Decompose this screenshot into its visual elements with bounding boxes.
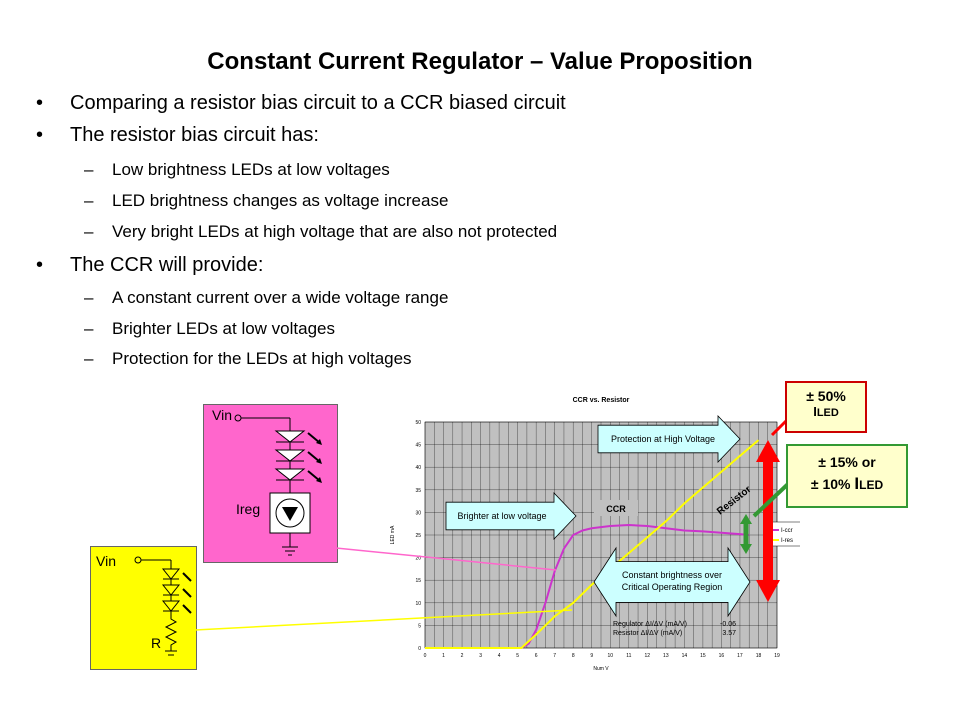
callout-line1: ± 50%: [806, 388, 846, 404]
bullet-marker: •: [36, 124, 44, 146]
x-tick-label: 11: [626, 653, 631, 659]
constant-arrow: [593, 546, 751, 618]
bullet-text: The CCR will provide:: [70, 254, 264, 276]
dash-marker: –: [84, 319, 94, 338]
ccr-label: CCR: [606, 504, 626, 514]
regulator-label: Regulator ΔI/ΔV (mA/V): [613, 621, 687, 628]
bullet-text: The resistor bias circuit has:: [70, 124, 319, 146]
x-tick-label: 1: [442, 653, 445, 659]
ccr-label-bg: [594, 500, 638, 516]
y-tick-label: 35: [415, 488, 421, 494]
ireg-label: Ireg: [236, 501, 261, 517]
y-axis-label: LED mA: [390, 525, 396, 544]
y-tick-label: 25: [415, 533, 421, 539]
x-tick-label: 9: [590, 653, 593, 659]
regulator-value: -0.06: [720, 621, 736, 628]
x-tick-label: 8: [572, 653, 575, 659]
callout-line1: ± 15% or: [818, 454, 876, 470]
y-tick-label: 0: [418, 646, 421, 652]
vin-label: Vin: [212, 407, 232, 423]
bullet-list: • Comparing a resistor bias circuit to a …: [36, 92, 566, 368]
dash-marker: –: [84, 222, 94, 241]
bullet-text: Low brightness LEDs at low voltages: [112, 160, 390, 179]
protection-text: Protection at High Voltage: [611, 434, 715, 444]
ccr-circuit-schematic: [234, 414, 322, 556]
x-tick-label: 19: [774, 653, 780, 659]
bullet-text: LED brightness changes as voltage increa…: [112, 191, 449, 210]
x-tick-label: 15: [700, 653, 706, 659]
legend-label: I-res: [781, 538, 793, 544]
resistor-delta-value: 3.57: [722, 630, 736, 637]
callout-i: I: [813, 404, 817, 419]
y-tick-label: 10: [415, 601, 421, 607]
bullet-text: A constant current over a wide voltage r…: [112, 288, 449, 307]
ccr-circuit: Vin Ireg: [203, 404, 338, 563]
dash-marker: –: [84, 349, 94, 368]
x-tick-label: 7: [553, 653, 556, 659]
bullet-marker: •: [36, 254, 44, 276]
bullet-marker: •: [36, 92, 44, 114]
bullet-text: Very bright LEDs at high voltage that ar…: [112, 222, 558, 241]
brighter-text: Brighter at low voltage: [457, 511, 546, 521]
resistor-delta-label: Resistor ΔI/ΔV (mA/V): [613, 630, 682, 637]
dash-marker: –: [84, 288, 94, 307]
constant-text-1: Constant brightness over: [622, 570, 722, 580]
x-tick-label: 12: [645, 653, 651, 659]
x-tick-label: 2: [461, 653, 464, 659]
led-icon: [274, 430, 306, 443]
callout-i: I: [854, 474, 860, 493]
x-tick-label: 14: [682, 653, 688, 659]
y-tick-label: 5: [418, 623, 421, 629]
callout-sub: LED: [859, 478, 884, 492]
ccr-variation-callout: ± 15% or ± 10% ILED: [786, 444, 908, 508]
x-tick-label: 4: [498, 653, 501, 659]
resistor-circuit-schematic: [134, 556, 192, 656]
y-tick-label: 50: [415, 420, 421, 426]
bullet-text: Comparing a resistor bias circuit to a C…: [70, 92, 566, 114]
x-tick-label: 17: [737, 653, 743, 659]
vin-label: Vin: [96, 553, 116, 569]
bullet-text: Protection for the LEDs at high voltages: [112, 349, 412, 368]
protection-arrow: [597, 415, 741, 463]
legend-label: I-ccr: [781, 528, 793, 534]
r-label: R: [151, 635, 162, 651]
y-tick-label: 15: [415, 578, 421, 584]
dash-marker: –: [84, 191, 94, 210]
x-tick-label: 5: [516, 653, 519, 659]
y-tick-label: 45: [415, 443, 421, 449]
resistor-circuit: Vin R: [90, 546, 197, 670]
x-tick-label: 6: [535, 653, 538, 659]
x-tick-label: 0: [424, 653, 427, 659]
slide-title: Constant Current Regulator – Value Propo…: [207, 48, 753, 75]
constant-text-2: Critical Operating Region: [622, 582, 723, 592]
x-tick-label: 13: [663, 653, 669, 659]
x-axis-label: Num V: [593, 666, 609, 672]
bullet-text: Brighter LEDs at low voltages: [112, 319, 335, 338]
x-tick-label: 18: [756, 653, 762, 659]
callout-line2: ± 10%: [810, 476, 855, 492]
callout-sub: LED: [816, 407, 839, 419]
y-tick-label: 30: [415, 510, 421, 516]
y-tick-label: 20: [415, 556, 421, 562]
x-tick-label: 10: [607, 653, 613, 659]
brighter-arrow: [445, 492, 577, 540]
chart-title: CCR vs. Resistor: [573, 397, 630, 404]
x-tick-label: 3: [479, 653, 482, 659]
resistor-variation-callout: ± 50% ILED: [785, 381, 867, 433]
x-tick-label: 16: [719, 653, 725, 659]
y-tick-label: 40: [415, 465, 421, 471]
dash-marker: –: [84, 160, 94, 179]
